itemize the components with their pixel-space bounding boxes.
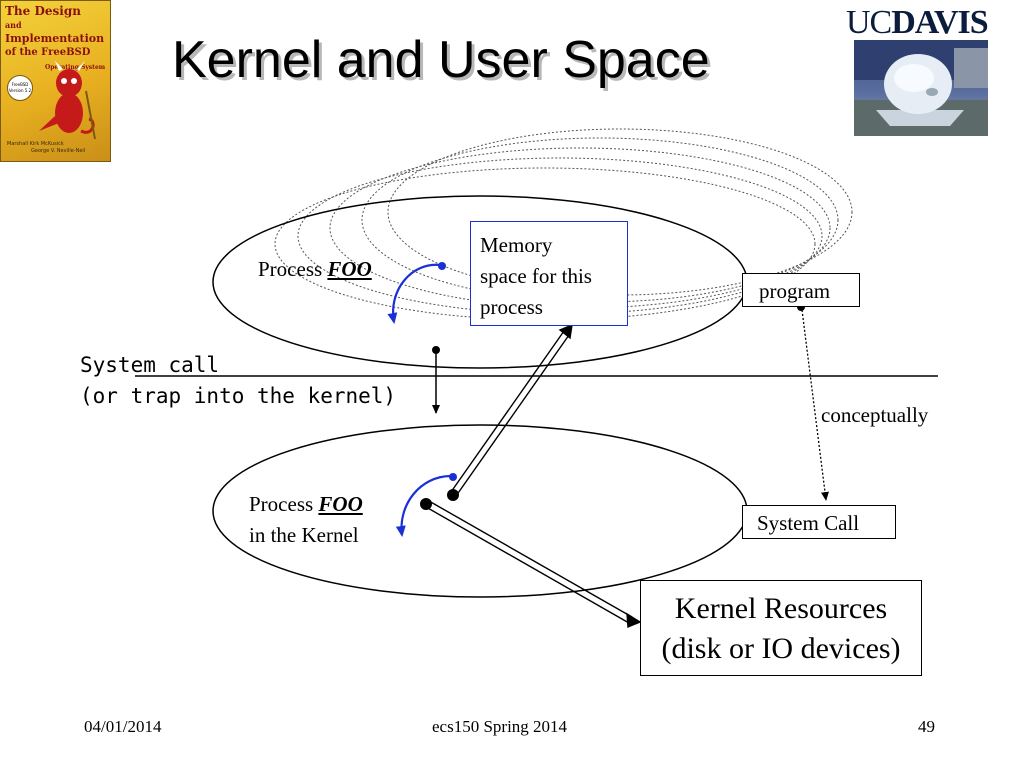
trap-origin-dot (432, 346, 440, 354)
kernel-exec-arrow (395, 474, 452, 537)
book-title-line: of the FreeBSD (5, 47, 91, 58)
process-word: Process (258, 257, 323, 281)
book-cover-image: The Design and Implementation of the Fre… (0, 0, 111, 162)
system-call-line: System call (80, 353, 220, 377)
in-kernel-text: in the Kernel (249, 523, 359, 547)
memory-line: space for this (480, 264, 592, 288)
kernel-resources-box: Kernel Resources (disk or IO devices) (640, 580, 922, 676)
process-name-foo: FOO (318, 492, 363, 516)
dotted-ellipse-2 (361, 137, 839, 303)
footer-date: 04/01/2014 (84, 717, 162, 736)
memory-link-arrow (450, 323, 573, 497)
process-name-foo: FOO (327, 257, 372, 281)
system-call-box: System Call (742, 505, 896, 539)
book-title-line: Implementation (5, 32, 105, 45)
bsd-daemon-icon (39, 61, 96, 140)
process-word: Process (249, 492, 314, 516)
footer-page-number: 49 (918, 717, 935, 736)
book-author: George V. Neville-Neil (31, 148, 86, 154)
book-title-line: and (5, 20, 22, 30)
user-process-label: Process FOO (258, 257, 372, 282)
memory-link-dot (447, 489, 459, 501)
kernel-resources-line: (disk or IO devices) (661, 632, 901, 665)
book-title: The Design and Implementation of the Fre… (5, 5, 109, 74)
memory-line: Memory (480, 233, 553, 257)
logo-davis: DAVIS (891, 4, 988, 41)
user-exec-arrow (387, 263, 441, 324)
dotted-ellipse-4 (297, 157, 823, 315)
kernel-resources-line: Kernel Resources (674, 592, 888, 625)
memory-line: process (480, 295, 543, 319)
book-version-badge: FreeBSD Version 5.2 (7, 75, 33, 101)
conceptually-label: conceptually (821, 403, 929, 427)
resources-link-arrow (425, 500, 642, 629)
book-author: Marshall Kirk McKusick (7, 141, 64, 147)
logo-uc: UC (846, 4, 892, 41)
program-box: program (742, 273, 860, 307)
egghead-sculpture-image (854, 40, 988, 136)
kernel-process-label: Process FOO in the Kernel (249, 489, 363, 551)
campus-photo (854, 40, 988, 136)
book-authors: Marshall Kirk McKusick George V. Neville… (7, 141, 107, 155)
system-call-line: (or trap into the kernel) (80, 384, 397, 408)
kernel-resources-text: Kernel Resources (disk or IO devices) (641, 589, 921, 669)
book-title-line: The Design (5, 4, 81, 18)
system-call-label: System call (or trap into the kernel) (80, 350, 396, 412)
footer-course: ecs150 Spring 2014 (432, 717, 568, 736)
resources-link-dot (420, 498, 432, 510)
ucdavis-logo: UCDAVIS (846, 4, 1021, 41)
slide-title: Kernel and User Space (172, 31, 710, 89)
memory-space-text: Memory space for this process (480, 230, 627, 323)
book-title-line: Operating System (45, 64, 106, 71)
memory-space-box: Memory space for this process (470, 221, 628, 326)
